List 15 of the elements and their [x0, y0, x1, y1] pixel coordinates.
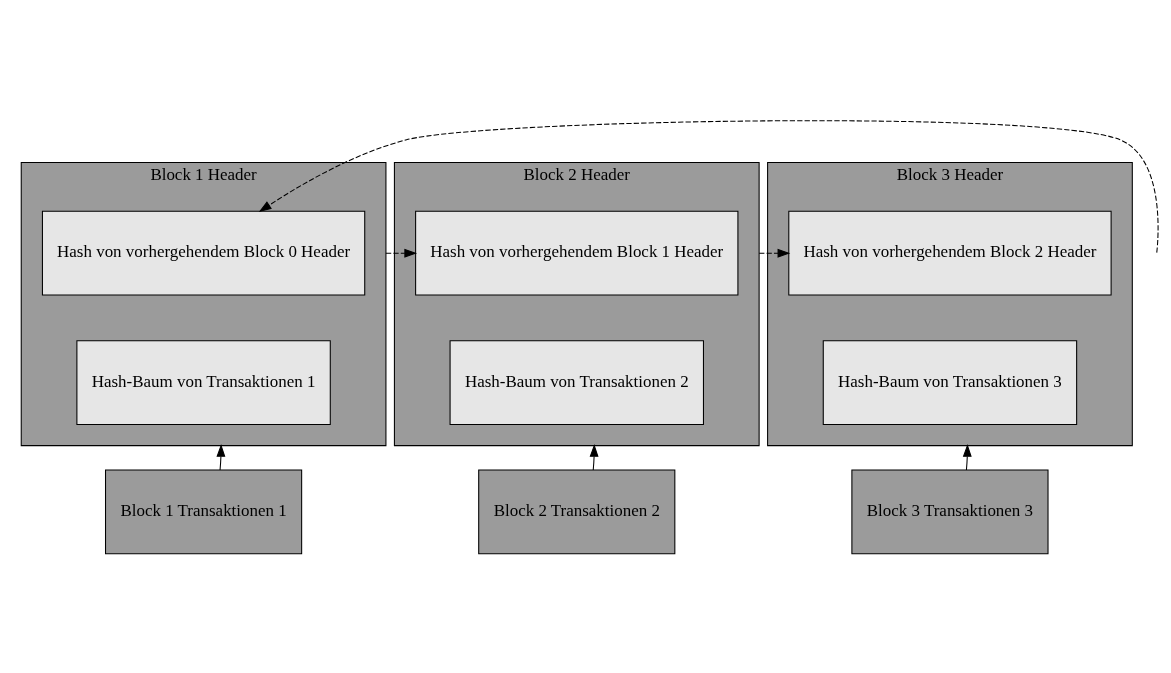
arrow [589, 443, 599, 470]
node-box: Hash von vorhergehendem Block 0 Header [41, 210, 366, 296]
node-box: Block 2 Transaktionen 2 [478, 468, 676, 554]
node-box: Hash-Baum von Transaktionen 2 [449, 339, 704, 425]
node-box: Hash-Baum von Transaktionen 1 [76, 339, 331, 425]
node-box: Hash von vorhergehendem Block 1 Header [415, 210, 739, 296]
node-box: Block 1 Transaktionen 1 [105, 468, 303, 554]
node-box: Hash von vorhergehendem Block 2 Header [788, 210, 1112, 296]
arrow [258, 119, 1159, 253]
arrow [758, 248, 791, 258]
arrow [216, 443, 226, 470]
arrow [385, 248, 418, 258]
arrow [962, 443, 972, 470]
node-box: Block 3 Transaktionen 3 [851, 468, 1049, 554]
node-box: Hash-Baum von Transaktionen 3 [822, 339, 1078, 425]
